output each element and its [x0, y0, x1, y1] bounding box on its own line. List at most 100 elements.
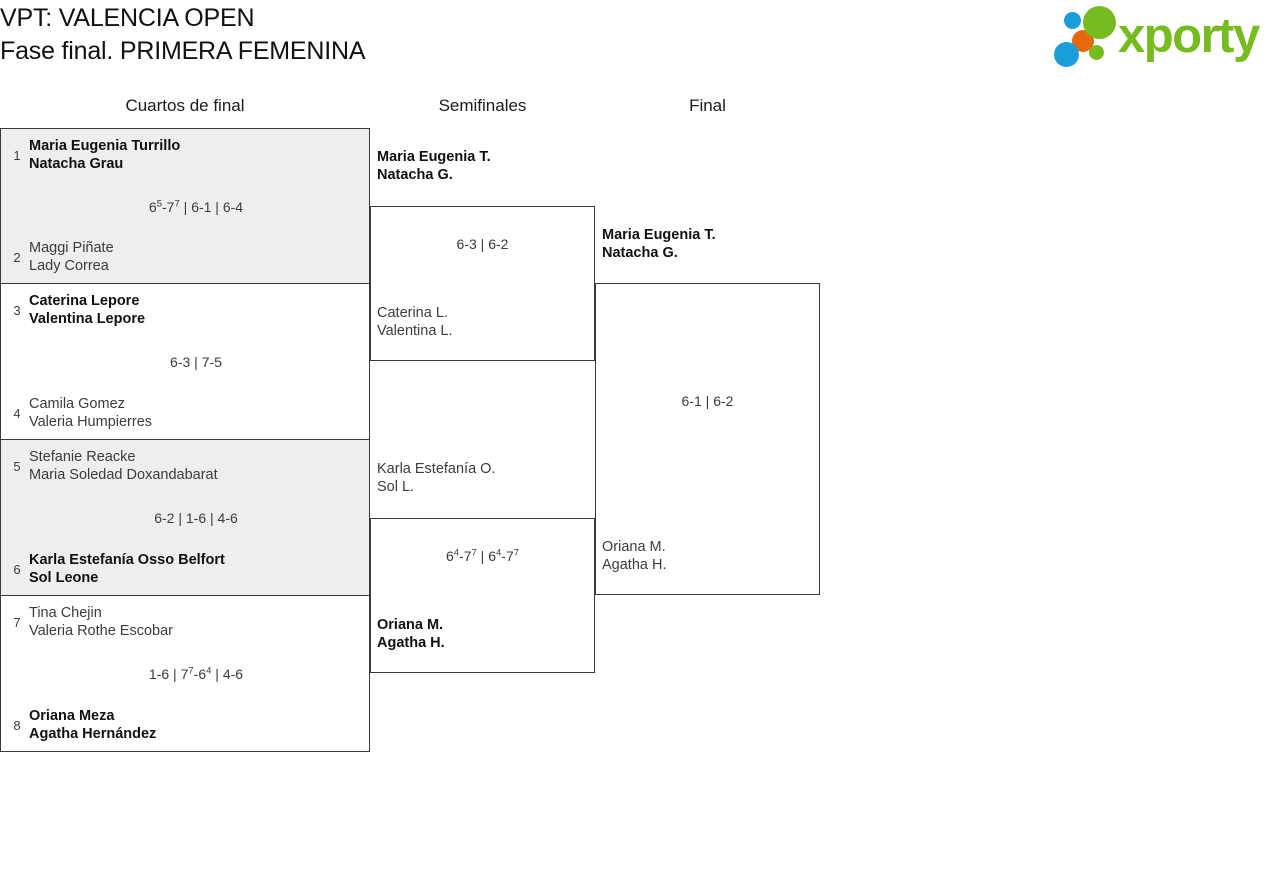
match-score: 6-2 | 1-6 | 4-6 — [154, 510, 238, 526]
player-name-2: Maria Soledad Doxandabarat — [29, 467, 218, 483]
player-name-2: Agatha Hernández — [29, 726, 157, 742]
match-participant-bottom[interactable]: 2 Maggi Piñate Lady Correa — [11, 239, 114, 275]
final-score: 6-1 | 6-2 — [681, 393, 734, 409]
match-participant-bottom[interactable]: 4 Camila Gomez Valeria Humpierres — [11, 395, 152, 431]
match-participant-bottom[interactable]: 6 Karla Estefanía Osso Belfort Sol Leone — [11, 551, 225, 587]
set-score: 6-3 — [456, 236, 477, 252]
player-name-2: Lady Correa — [29, 258, 109, 274]
player-name-1: Camila Gomez — [29, 396, 125, 412]
seed-number: 7 — [13, 615, 21, 630]
match-participant-bottom[interactable]: 8 Oriana Meza Agatha Hernández — [11, 707, 156, 743]
set-score: 1-6 — [185, 510, 207, 526]
logo-dot-blue-small-icon — [1064, 12, 1081, 29]
match-quarterfinal-2[interactable]: 3 Caterina Lepore Valentina Lepore 6-3 |… — [0, 283, 370, 439]
player-name-1: Caterina Lepore — [29, 293, 140, 309]
match-semifinal-2[interactable] — [370, 518, 595, 673]
player-name-2: Sol L. — [377, 479, 415, 495]
semifinal-2-score: 64-77 | 64-77 — [445, 547, 520, 564]
player-name-2: Natacha Grau — [29, 156, 124, 172]
player-name-2: Valeria Humpierres — [29, 414, 153, 430]
match-score: 1-6 | 77-64 | 4-6 — [148, 665, 244, 682]
logo-wordmark: xporty — [1118, 9, 1260, 63]
set-score: 6-1 — [191, 199, 212, 215]
team-names: Maria Eugenia Turrillo Natacha Grau — [29, 137, 180, 173]
team-names: Maggi Piñate Lady Correa — [29, 239, 114, 275]
logo-dots-icon — [1048, 4, 1122, 67]
player-name-2: Agatha H. — [602, 557, 667, 573]
tiebreak-score: 5 — [156, 198, 163, 210]
team-names: Oriana Meza Agatha Hernández — [29, 707, 156, 743]
match-final[interactable] — [595, 283, 820, 595]
player-name-2: Natacha G. — [602, 245, 678, 261]
match-participant-top[interactable]: 3 Caterina Lepore Valentina Lepore — [11, 292, 145, 328]
page-header: VPT: VALENCIA OPEN Fase final. PRIMERA F… — [0, 0, 1280, 75]
set-score: 4-6 — [217, 510, 238, 526]
semifinal-2-participant-top[interactable]: Karla Estefanía O. Sol L. — [377, 460, 495, 496]
team-names: Karla Estefanía Osso Belfort Sol Leone — [29, 551, 225, 587]
final-participant-top[interactable]: Maria Eugenia T. Natacha G. — [602, 226, 716, 262]
team-names: Tina Chejin Valeria Rothe Escobar — [29, 604, 173, 640]
player-name-1: Maria Eugenia T. — [602, 227, 716, 243]
match-quarterfinal-1[interactable]: 1 Maria Eugenia Turrillo Natacha Grau 65… — [0, 128, 370, 283]
round-header-final: Final — [689, 96, 726, 115]
seed-number: 4 — [13, 406, 21, 421]
page-title: VPT: VALENCIA OPEN Fase final. PRIMERA F… — [0, 2, 366, 68]
logo-dot-blue-large-icon — [1054, 42, 1079, 67]
tiebreak-score: 4 — [496, 547, 502, 559]
player-name-1: Karla Estefanía Osso Belfort — [29, 552, 225, 568]
player-name-1: Maria Eugenia T. — [377, 149, 491, 165]
set-score: 6-2 — [154, 510, 175, 526]
set-score: 6-1 — [681, 393, 702, 409]
seed-number: 8 — [13, 718, 21, 733]
player-name-1: Maggi Piñate — [29, 240, 114, 256]
match-semifinal-1[interactable] — [370, 206, 595, 361]
match-quarterfinal-3[interactable]: 5 Stefanie Reacke Maria Soledad Doxandab… — [0, 439, 370, 595]
player-name-2: Valentina Lepore — [29, 311, 146, 327]
player-name-1: Karla Estefanía O. — [377, 461, 496, 477]
semifinal-1-participant-bottom[interactable]: Caterina L. Valentina L. — [377, 304, 453, 340]
match-quarterfinal-4[interactable]: 7 Tina Chejin Valeria Rothe Escobar 1-6 … — [0, 595, 370, 752]
round-header-quarterfinals: Cuartos de final — [125, 96, 245, 115]
semifinal-1-participant-top[interactable]: Maria Eugenia T. Natacha G. — [377, 148, 491, 184]
semifinal-2-participant-bottom[interactable]: Oriana M. Agatha H. — [377, 616, 445, 652]
tiebreak-score: 7 — [188, 665, 194, 677]
tiebreak-score: 4 — [206, 665, 212, 677]
logo-dot-green-large-icon — [1083, 6, 1116, 39]
team-names: Caterina Lepore Valentina Lepore — [29, 292, 145, 328]
match-participant-top[interactable]: 7 Tina Chejin Valeria Rothe Escobar — [11, 604, 173, 640]
player-name-1: Oriana Meza — [29, 708, 115, 724]
player-name-1: Tina Chejin — [29, 605, 102, 621]
tournament-phase: Fase final. PRIMERA FEMENINA — [0, 37, 366, 65]
tiebreak-score: 4 — [453, 547, 460, 559]
seed-number: 6 — [13, 562, 21, 577]
seed-number: 5 — [13, 459, 21, 474]
xporty-logo[interactable]: xporty — [1048, 4, 1276, 68]
set-score: 6-4 — [222, 199, 244, 215]
match-score: 6-3 | 7-5 — [170, 354, 222, 370]
seed-number: 1 — [13, 148, 21, 163]
round-header-semifinals: Semifinales — [438, 96, 527, 115]
tiebreak-score: 7 — [513, 547, 520, 559]
player-name-2: Natacha G. — [377, 167, 453, 183]
tournament-bracket: 1 Maria Eugenia Turrillo Natacha Grau 6 5… — [0, 128, 830, 753]
player-name-1: Oriana M. — [377, 617, 444, 633]
seed-number: 3 — [13, 303, 21, 318]
match-participant-top[interactable]: 5 Stefanie Reacke Maria Soledad Doxandab… — [11, 448, 218, 484]
tournament-name: VPT: VALENCIA OPEN — [0, 4, 255, 32]
player-name-1: Oriana M. — [602, 539, 666, 555]
final-participant-bottom[interactable]: Oriana M. Agatha H. — [602, 538, 667, 574]
player-name-2: Valentina L. — [377, 323, 453, 339]
set-score: 6-3 — [170, 354, 191, 370]
set-score: 6-2 — [713, 393, 734, 409]
player-name-1: Maria Eugenia Turrillo — [29, 138, 181, 154]
set-score: 7-5 — [201, 354, 222, 370]
set-score: 1-6 — [148, 666, 170, 682]
player-name-1: Stefanie Reacke — [29, 449, 136, 465]
logo-dot-green-small-icon — [1089, 45, 1104, 60]
player-name-1: Caterina L. — [377, 305, 448, 321]
match-participant-top[interactable]: 1 Maria Eugenia Turrillo Natacha Grau — [11, 137, 180, 173]
seed-number: 2 — [13, 250, 21, 265]
set-score: 6-2 — [488, 236, 509, 252]
semifinal-1-score: 6-3 | 6-2 — [456, 236, 509, 252]
tiebreak-score: 7 — [471, 547, 477, 559]
